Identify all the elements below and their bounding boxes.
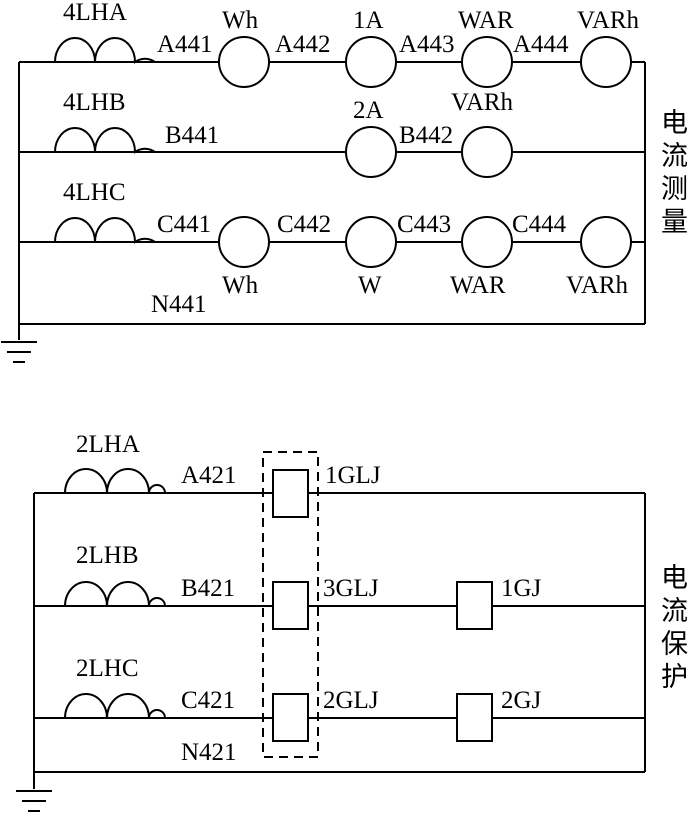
ct-coil-2lhc bbox=[64, 693, 166, 719]
ct-coil-4lhc bbox=[54, 217, 156, 244]
wire-label-a421: A421 bbox=[181, 462, 237, 489]
ground-symbol bbox=[1, 341, 37, 363]
meter-label-a-wh: Wh bbox=[222, 7, 259, 34]
meter-label-c-wh: Wh bbox=[222, 272, 259, 299]
wire-label-c441: C441 bbox=[157, 211, 211, 238]
meter-label-c-war: WAR bbox=[450, 272, 506, 299]
relay-label-1gj: 1GJ bbox=[501, 575, 542, 602]
meter-label-a-war: WAR bbox=[458, 7, 514, 34]
ct-label-2lha: 2LHA bbox=[76, 431, 140, 458]
ct-coil-4lha bbox=[54, 37, 156, 64]
meter-label-c-varh: VARh bbox=[566, 272, 629, 299]
meter-a-varh bbox=[580, 36, 632, 88]
wire-label-c421: C421 bbox=[181, 687, 235, 714]
meter-label-b-varh: VARh bbox=[451, 89, 514, 116]
relay-label-2glj: 2GLJ bbox=[323, 687, 379, 714]
meter-a-wh bbox=[218, 36, 270, 88]
meter-label-a-1a: 1A bbox=[353, 7, 384, 34]
meter-label-c-w: W bbox=[358, 272, 382, 299]
ground-symbol-2 bbox=[16, 790, 52, 812]
ct-coil-2lhb bbox=[64, 581, 166, 607]
wire-label-b442: B442 bbox=[399, 122, 453, 149]
ct-coil-2lha bbox=[64, 468, 166, 494]
section-title-measurement: 电流测量 bbox=[661, 108, 688, 237]
relay-label-1glj: 1GLJ bbox=[325, 462, 381, 489]
protection-circuit: 2LHA A421 1GLJ 2LHB B421 3GLJ 1GJ 2LHC C… bbox=[16, 431, 688, 812]
wire-label-a443: A443 bbox=[399, 31, 455, 58]
relay-3glj bbox=[272, 581, 309, 630]
neutral-label-n421: N421 bbox=[181, 739, 237, 766]
relay-label-2gj: 2GJ bbox=[501, 687, 542, 714]
meter-label-a-varh: VARh bbox=[577, 7, 640, 34]
meter-b-2a bbox=[345, 126, 397, 178]
meter-c-wh bbox=[218, 216, 270, 268]
wire-label-a441: A441 bbox=[157, 31, 213, 58]
measurement-circuit: 4LHA A441 Wh A442 1A A443 WAR A444 VARh … bbox=[1, 0, 688, 363]
ct-label-4lhb: 4LHB bbox=[63, 89, 126, 116]
relay-2gj bbox=[456, 693, 493, 742]
relay-1glj bbox=[272, 469, 309, 518]
meter-c-war bbox=[461, 216, 513, 268]
meter-a-war bbox=[461, 36, 513, 88]
wire-label-a442: A442 bbox=[275, 31, 331, 58]
ct-label-4lhc: 4LHC bbox=[63, 179, 126, 206]
meter-c-varh bbox=[580, 216, 632, 268]
ct-label-2lhb: 2LHB bbox=[76, 542, 139, 569]
wire-label-b441: B441 bbox=[165, 122, 219, 149]
section-title-protection: 电流保护 bbox=[661, 563, 688, 692]
wire-label-a444: A444 bbox=[513, 31, 569, 58]
relay-1gj bbox=[456, 581, 493, 630]
meter-b-varh bbox=[461, 126, 513, 178]
meter-a-1a bbox=[345, 36, 397, 88]
ct-label-4lha: 4LHA bbox=[63, 0, 127, 26]
relay-label-3glj: 3GLJ bbox=[323, 575, 379, 602]
wire-label-c443: C443 bbox=[397, 211, 451, 238]
neutral-label-n441: N441 bbox=[151, 291, 207, 318]
wire-label-b421: B421 bbox=[181, 575, 235, 602]
relay-2glj bbox=[272, 693, 309, 742]
wire-label-c442: C442 bbox=[277, 211, 331, 238]
ct-label-2lhc: 2LHC bbox=[76, 655, 139, 682]
wire-label-c444: C444 bbox=[512, 211, 567, 238]
meter-c-w bbox=[345, 216, 397, 268]
meter-label-b-2a: 2A bbox=[353, 97, 384, 124]
ct-coil-4lhb bbox=[54, 127, 156, 154]
